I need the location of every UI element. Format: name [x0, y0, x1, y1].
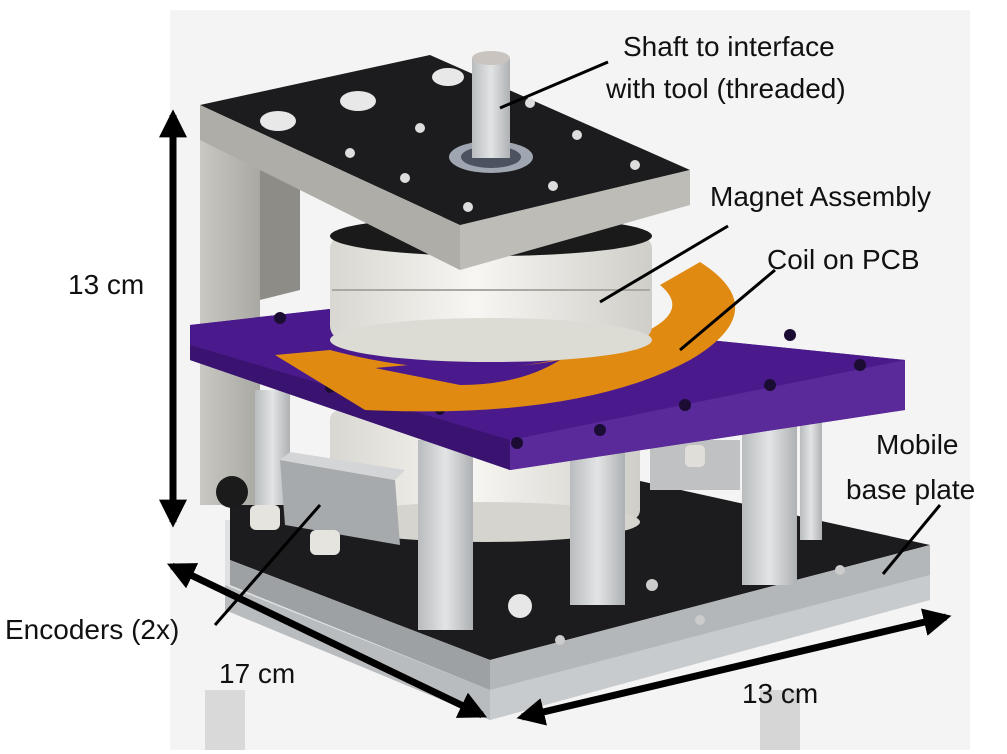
mobile-label-line1: Mobile [876, 429, 959, 460]
width-arrow [516, 608, 952, 726]
mobile-plate-callout-line [881, 504, 942, 575]
shaft-label-line2: with tool (threaded) [606, 73, 846, 104]
encoders-label: Encoders (2x) [5, 614, 180, 645]
coil-callout-line [679, 268, 776, 352]
depth-arrow [166, 562, 488, 719]
encoder-right [650, 440, 740, 490]
dimension-arrows [159, 109, 952, 726]
height-dimension-label: 13 cm [68, 269, 145, 300]
shaft-label-line1: Shaft to interface [623, 31, 835, 62]
coil-label: Coil on PCB [767, 244, 920, 275]
width-dimension-label: 13 cm [742, 678, 819, 709]
magnet-label: Magnet Assembly [710, 181, 931, 212]
shaft-callout-line [499, 60, 609, 110]
mobile-label-line2: base plate [846, 474, 976, 505]
magnet-callout-line [599, 224, 729, 304]
depth-dimension-label: 17 cm [219, 658, 296, 689]
encoder-left [216, 452, 405, 555]
coil [275, 262, 736, 412]
top-plate [200, 55, 690, 270]
